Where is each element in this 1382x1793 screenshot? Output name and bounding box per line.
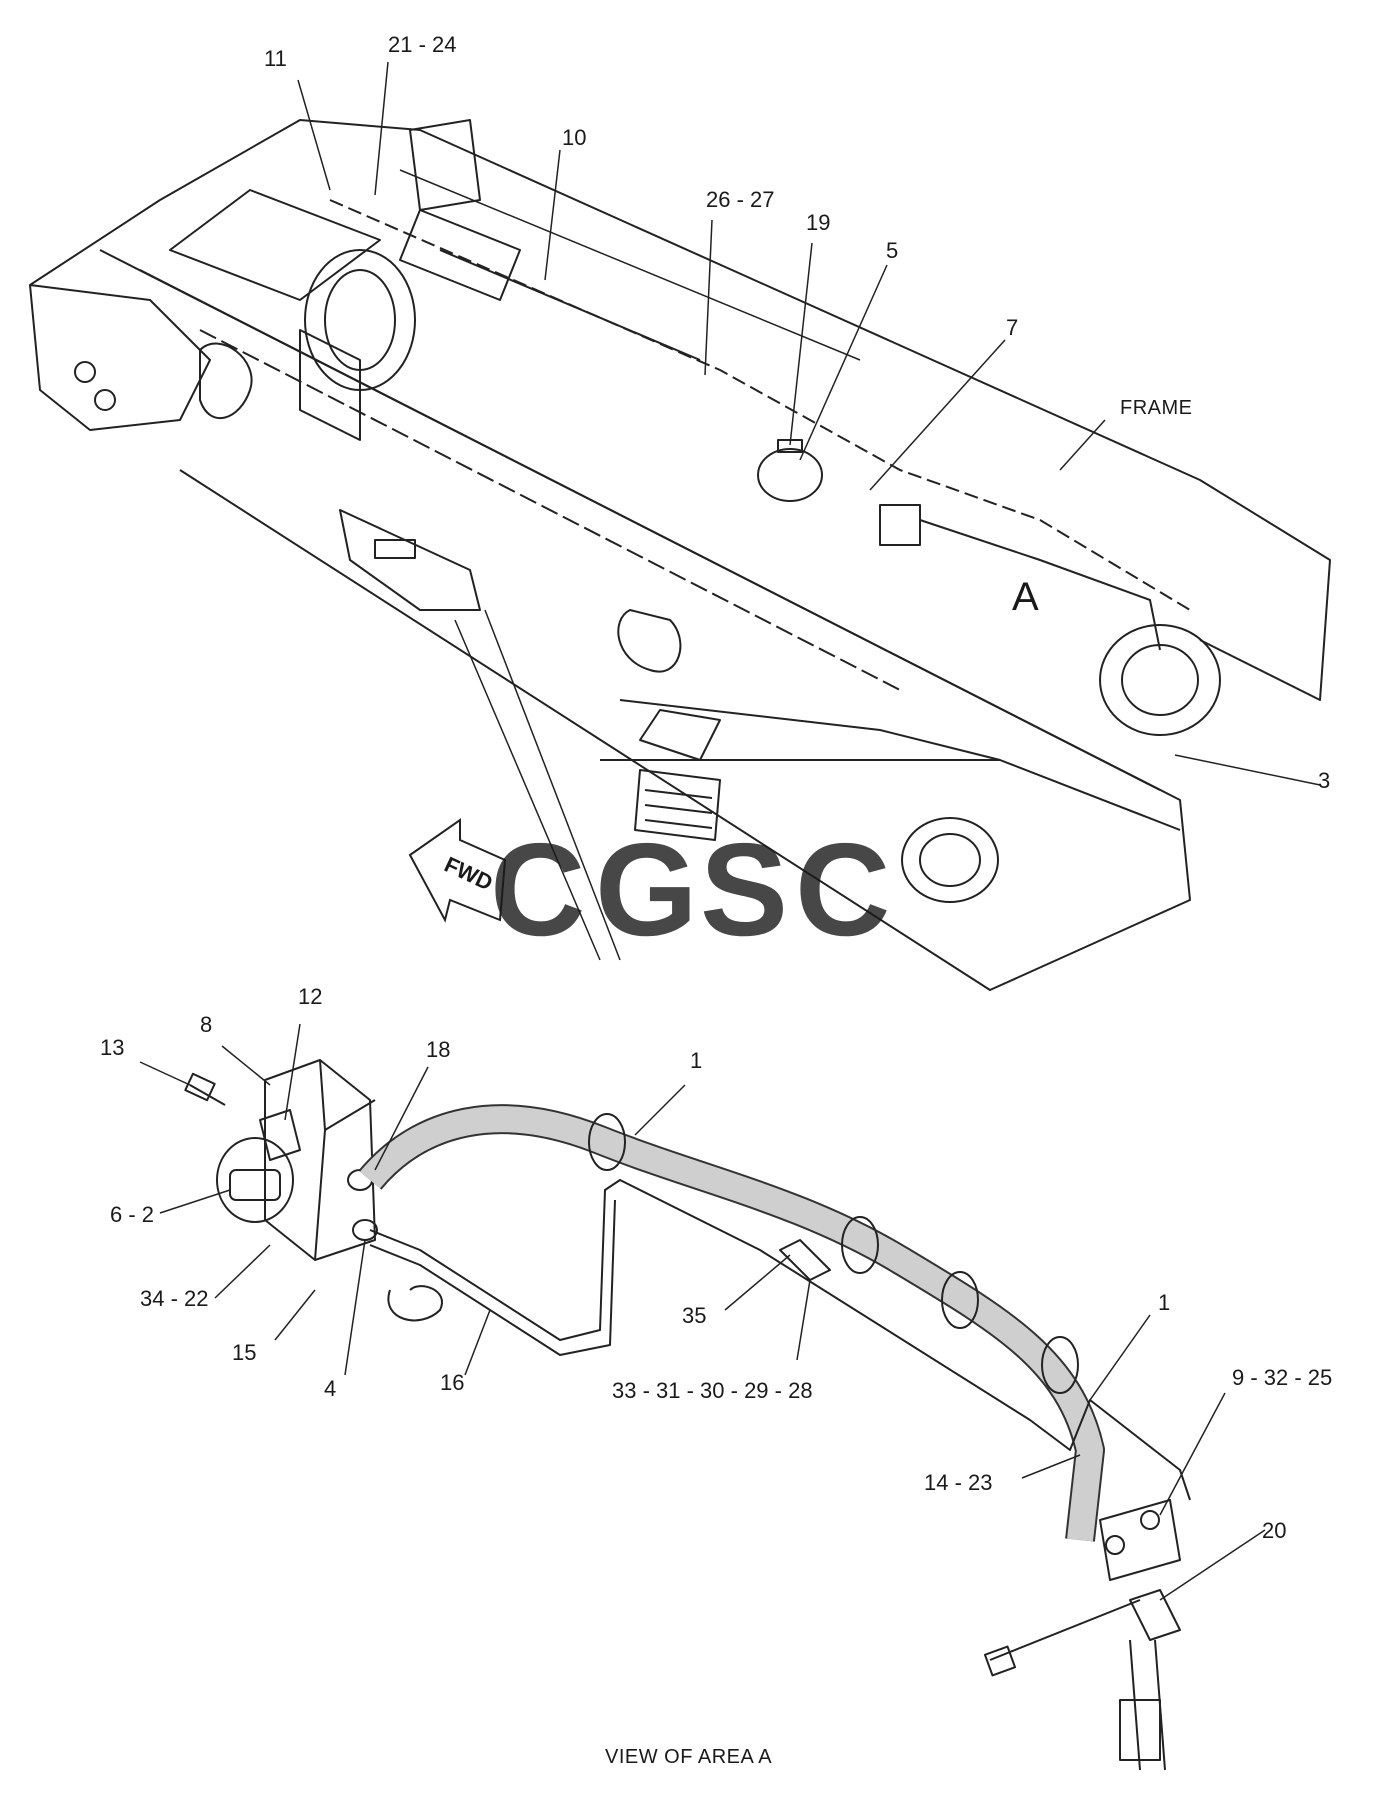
callout-34-22: 34 - 22 [140, 1286, 209, 1311]
callout-16: 16 [440, 1370, 464, 1395]
callout-6-2: 6 - 2 [110, 1202, 154, 1227]
callout-33-31-30-29-28: 33 - 31 - 30 - 29 - 28 [612, 1378, 813, 1403]
callout-21-24: 21 - 24 [388, 32, 457, 57]
callout-4: 4 [324, 1376, 336, 1401]
frame-label: FRAME [1120, 397, 1193, 419]
callout-leaders-lower [139, 1023, 1266, 1601]
callout-19: 19 [806, 210, 830, 235]
callout-11: 11 [264, 46, 287, 71]
callout-12: 12 [298, 984, 322, 1009]
fwd-arrow: FWD [408, 818, 507, 923]
callout-10: 10 [562, 125, 586, 150]
callout-3: 3 [1318, 768, 1330, 793]
callout-5: 5 [886, 238, 898, 263]
callout-14-23: 14 - 23 [924, 1470, 993, 1495]
frame-assembly [29, 119, 1331, 991]
watermark-letter-c1: C [490, 816, 585, 963]
watermark-letter-c2: C [795, 816, 890, 963]
watermark-letter-s: S [700, 816, 788, 963]
watermark-cgsc: C G S C [490, 816, 890, 963]
view-caption: VIEW OF AREA A [605, 1746, 772, 1768]
callout-1-lower: 1 [1158, 1290, 1170, 1315]
watermark-letter-g: G [595, 816, 698, 963]
callout-7: 7 [1006, 315, 1018, 340]
view-a-assembly [184, 1059, 1191, 1771]
callout-35: 35 [682, 1303, 706, 1328]
area-a-label: A [1012, 575, 1039, 619]
callout-13: 13 [100, 1035, 124, 1060]
callout-15: 15 [232, 1340, 256, 1365]
callout-leaders-upper [297, 61, 1321, 786]
callout-9-32-25: 9 - 32 - 25 [1232, 1365, 1332, 1390]
callout-26-27: 26 - 27 [706, 187, 775, 212]
callout-20: 20 [1262, 1518, 1286, 1543]
callout-18: 18 [426, 1037, 450, 1062]
callout-1-upper: 1 [690, 1048, 702, 1073]
callouts: 11 21 - 24 10 26 - 27 19 5 7 FRAME A 3 1… [100, 32, 1332, 1768]
callout-8: 8 [200, 1012, 212, 1037]
